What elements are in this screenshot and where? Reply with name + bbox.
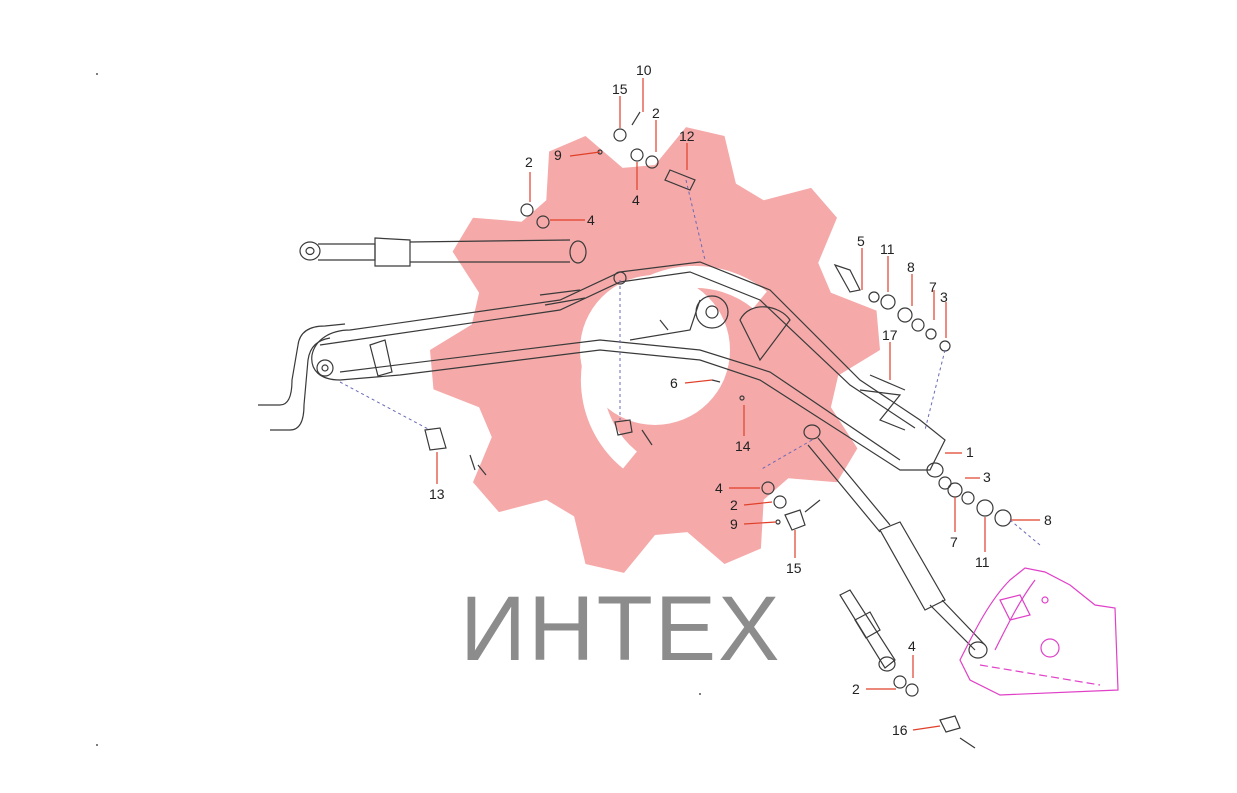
callout-label: 3 xyxy=(983,469,991,485)
callout-label: 8 xyxy=(907,259,915,275)
callout-labels: 10 15 2 12 9 4 2 4 5 11 8 7 3 17 6 14 1 … xyxy=(429,62,1052,738)
callout-label: 3 xyxy=(940,289,948,305)
callout-label: 8 xyxy=(1044,512,1052,528)
callout-label: 6 xyxy=(670,375,678,391)
callout-label: 9 xyxy=(554,147,562,163)
callout-label: 14 xyxy=(735,438,751,454)
stray-dot xyxy=(96,744,98,746)
bucket-outline xyxy=(959,567,1119,696)
callout-label: 2 xyxy=(652,105,660,121)
callout-label: 4 xyxy=(587,212,595,228)
callout-label: 1 xyxy=(966,444,974,460)
callout-label: 11 xyxy=(975,554,990,570)
callout-label: 12 xyxy=(679,128,695,144)
callout-label: 4 xyxy=(908,638,916,654)
callout-label: 2 xyxy=(852,681,860,697)
callout-label: 2 xyxy=(525,154,533,170)
hydraulic-hose xyxy=(258,323,346,431)
gear-inner-ring xyxy=(600,305,710,415)
stray-dot xyxy=(699,693,701,695)
arm-cylinder xyxy=(803,424,988,659)
callout-label: 13 xyxy=(429,486,445,502)
callout-label: 4 xyxy=(715,480,723,496)
watermark-text: ИНТЕХ xyxy=(460,578,782,680)
callout-label: 10 xyxy=(636,62,652,78)
callout-label: 7 xyxy=(950,534,958,550)
bucket-cylinder-fragment xyxy=(839,589,896,672)
callout-label: 7 xyxy=(929,279,937,295)
stray-dot xyxy=(96,73,98,75)
boom-cylinder xyxy=(299,237,587,267)
callout-label: 17 xyxy=(882,327,898,343)
callout-label: 4 xyxy=(632,192,640,208)
watermark-gear-icon xyxy=(430,127,880,573)
callout-label: 2 xyxy=(730,497,738,513)
callout-label: 9 xyxy=(730,516,738,532)
callout-label: 16 xyxy=(892,722,908,738)
callout-label: 11 xyxy=(880,241,895,257)
gear-shape xyxy=(430,127,880,573)
assembly-dashed-lines xyxy=(339,179,1041,546)
callout-label: 15 xyxy=(612,81,628,97)
callout-leader-lines xyxy=(436,78,1040,731)
callout-label: 5 xyxy=(857,233,865,249)
excavator-boom-drawing xyxy=(258,111,1012,749)
callout-label: 15 xyxy=(786,560,802,576)
gear-inner-swirl xyxy=(580,265,767,469)
